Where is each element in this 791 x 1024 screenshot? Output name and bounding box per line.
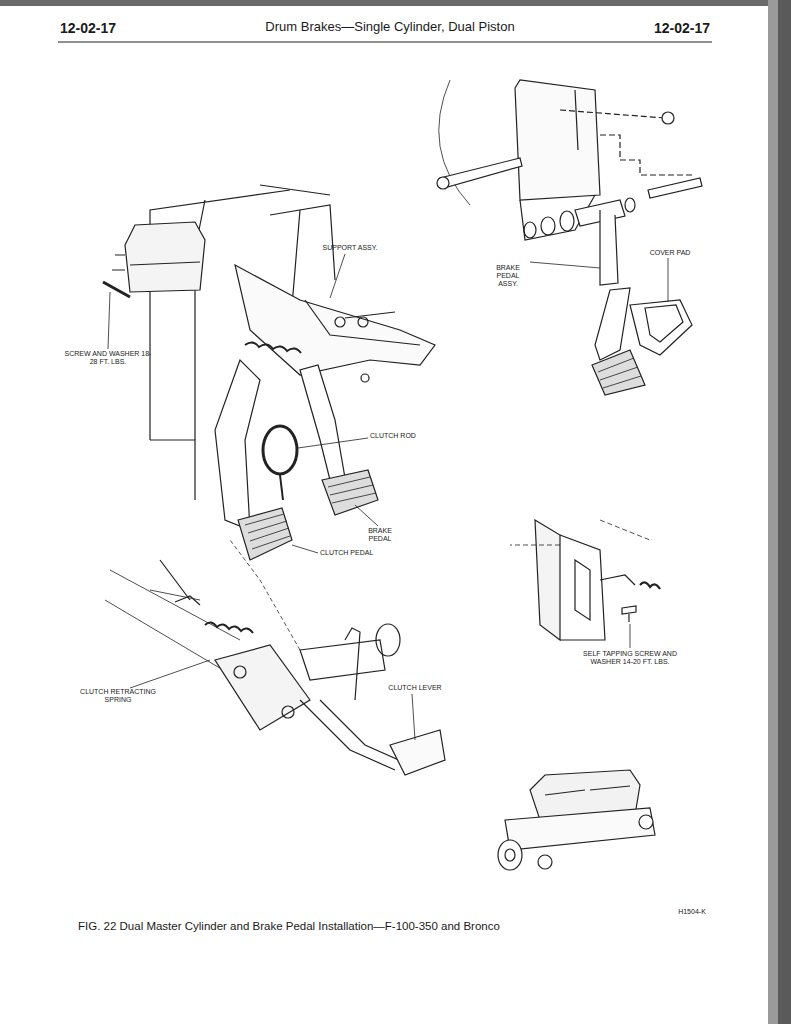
part-name: BRAKE PEDAL xyxy=(360,527,400,543)
page-number: 12-02-17 xyxy=(620,20,710,36)
figure-caption: FIG. 22 Dual Master Cylinder and Brake P… xyxy=(78,920,678,933)
figure-code: H1504-K xyxy=(662,908,722,916)
part-name: SUPPORT ASSY. xyxy=(310,244,390,252)
part-name: CLUTCH ROD xyxy=(370,432,440,440)
part-name: CLUTCH RETRACTING SPRING xyxy=(70,688,166,704)
part-name: CLUTCH LEVER xyxy=(380,684,450,692)
part-name: COVER PAD xyxy=(640,249,700,257)
torque-note: SCREW AND WASHER 18-28 FT. LBS. xyxy=(62,350,154,366)
torque-note: SELF TAPPING SCREW AND WASHER 14-20 FT. … xyxy=(578,650,682,666)
part-name: BRAKE PEDAL ASSY. xyxy=(488,264,528,288)
part-name: CLUTCH PEDAL xyxy=(320,549,400,557)
page-number: 12-02-17 xyxy=(60,20,150,36)
page-header: Drum Brakes—Single Cylinder, Dual Piston xyxy=(200,20,580,35)
